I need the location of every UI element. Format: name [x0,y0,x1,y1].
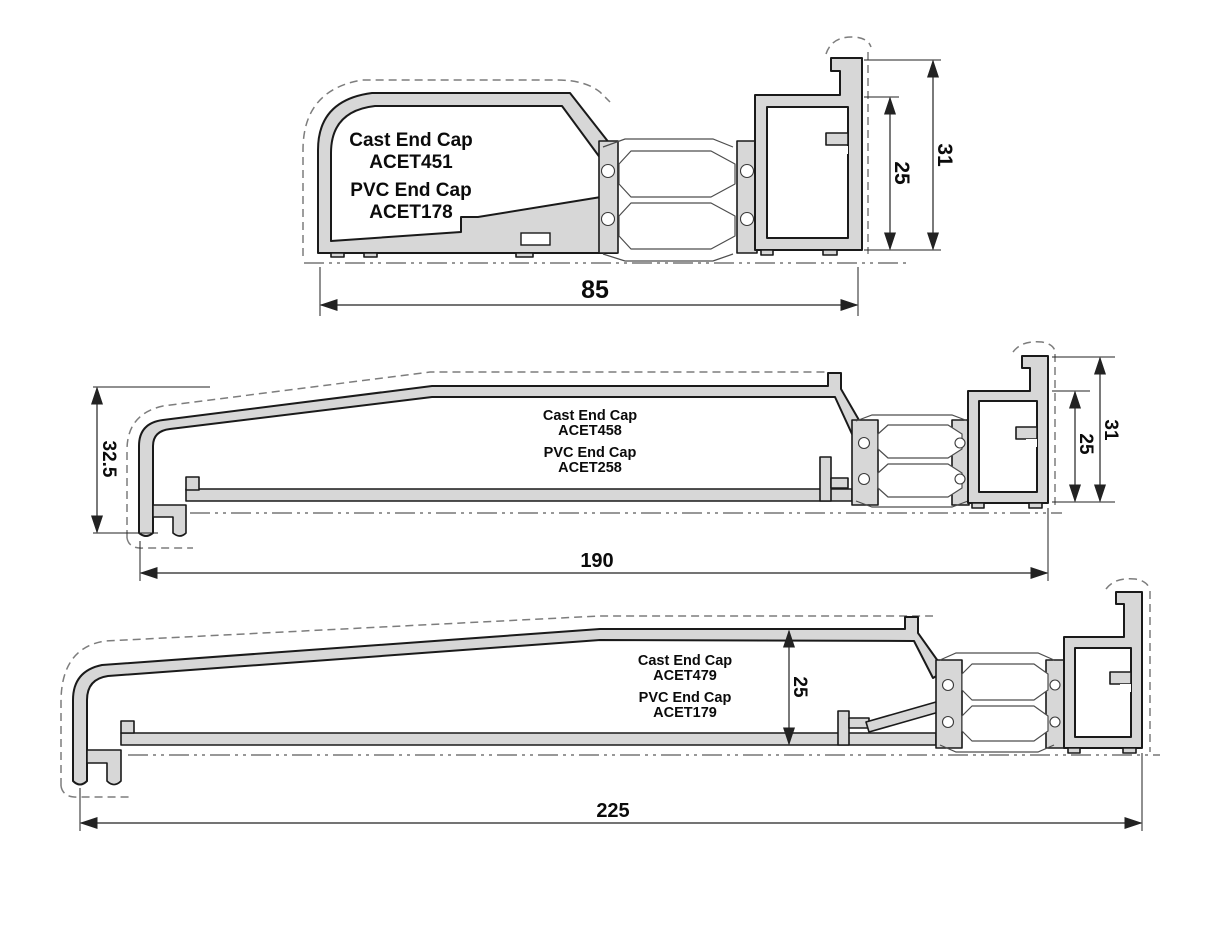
cast-end-cap-code: ACET451 [369,152,453,173]
cast-end-cap-label: Cast End Cap [349,130,473,151]
dim-label-31: 31 [1100,419,1121,441]
thermal-skin-bottom [855,500,969,508]
thermal-break-lower [961,705,1049,742]
nose-bridge-leg [152,504,187,537]
dimension-height-31: 31 [927,59,956,251]
bottom-plate [120,732,937,746]
dimension-width-85: 85 [319,267,859,316]
dim-label-25: 25 [890,161,913,185]
clamp-hole [739,211,755,227]
profile-foot [330,252,534,258]
cast-end-cap-label: Cast End Cap [543,408,637,424]
upstand-foot [760,249,838,256]
pvc-end-cap-code: ACET178 [369,202,452,223]
thermal-skin-top [602,138,734,148]
upstand-cavity [1074,647,1132,738]
step-channel [819,456,832,502]
dimension-height-25: 25 [1052,390,1115,503]
upstand-inner-tab [1015,426,1038,440]
dim-label-225: 225 [596,800,629,822]
cast-end-cap-code: ACET479 [653,668,717,684]
thermal-break-lower [618,202,736,250]
dimension-height-25: 25 [783,629,810,746]
clamp-column-left [935,659,963,749]
clamp-hole [739,163,755,179]
dimension-width-190: 190 [139,508,1049,581]
upstand-tab-slot [1026,439,1037,447]
bottom-plate [185,488,853,502]
thermal-break-upper [618,150,736,198]
cast-end-cap-label: Cast End Cap [638,653,732,669]
clamp-column-left [598,140,619,254]
dimension-height-25: 25 [864,59,941,251]
clamp-hole [600,211,616,227]
end-cap-dashed-outline [60,615,933,786]
end-cap-dashed-hook-arc [1105,577,1150,590]
profile-cavity [330,105,602,242]
clamp-hole [857,472,871,486]
clamp-column-right [1045,659,1065,749]
cast-end-cap-code: ACET458 [558,423,622,439]
upstand-inner-tab [825,132,849,146]
thermal-break-upper [961,663,1049,701]
pvc-end-cap-code: ACET179 [653,705,717,721]
upstand-inner-tab [1109,671,1132,685]
thermal-skin-bottom [939,744,1055,753]
end-cap-dashed-outline [126,371,826,538]
plate-lip [185,476,200,491]
pvc-end-cap-label: PVC End Cap [639,690,732,706]
end-cap-dashed-outline [302,79,611,256]
screw-channel-slot [520,232,551,246]
upstand-foot [971,502,1043,509]
dim-label-32-5: 32.5 [98,441,119,478]
aluminium-deck-nose [72,616,946,786]
pvc-end-cap-label: PVC End Cap [544,445,637,461]
dim-label-85: 85 [581,276,609,304]
pvc-end-cap-code: ACET258 [558,460,622,476]
thermal-skin-top [939,652,1055,661]
dim-label-25: 25 [1075,433,1096,455]
dimension-height-32-5: 32.5 [91,386,210,534]
clamp-hole [600,163,616,179]
section-225-threshold: 25 225 Cast End Cap ACET479 PVC End Cap … [60,577,1160,831]
plate-lip [120,720,135,734]
section-190-threshold: 32.5 190 25 31 Cast End Cap ACET458 PVC … [91,340,1121,581]
thermal-skin-bottom [602,253,734,262]
dim-label-25: 25 [789,676,810,698]
nose-bridge-leg [86,749,122,786]
end-cap-dashed-foot [126,537,193,549]
thermal-skin-top [855,414,969,422]
clamp-hole [857,436,871,450]
clamp-hole [954,473,966,485]
dimension-height-31: 31 [1052,356,1121,503]
clamp-hole [954,437,966,449]
slanted-web [865,701,940,733]
aluminium-deck-nose [138,372,864,537]
step-channel [837,710,850,746]
section-85-threshold: 85 25 31 Cast End Cap ACET451 PVC End Ca… [302,36,956,316]
clamp-hole [1049,716,1061,728]
end-cap-dashed-hook-arc [825,36,872,55]
dim-label-31: 31 [933,143,956,167]
upstand-cavity [766,106,849,239]
clamp-hole [1049,679,1061,691]
dim-label-190: 190 [580,550,613,572]
thermal-break-lower [877,463,963,498]
clamp-column-left [851,419,879,506]
upstand-tab-slot [1120,684,1131,692]
thermal-break-upper [877,424,963,459]
upstand-tab-slot [838,146,848,154]
step-channel-arm [830,477,849,489]
upstand-foot [1067,747,1137,754]
clamp-hole [941,678,955,692]
end-cap-dashed-foot [60,785,129,798]
dimension-width-225: 225 [79,753,1143,831]
pvc-end-cap-label: PVC End Cap [350,180,471,201]
clamp-hole [941,715,955,729]
end-cap-dashed-hook-arc [1012,340,1056,353]
